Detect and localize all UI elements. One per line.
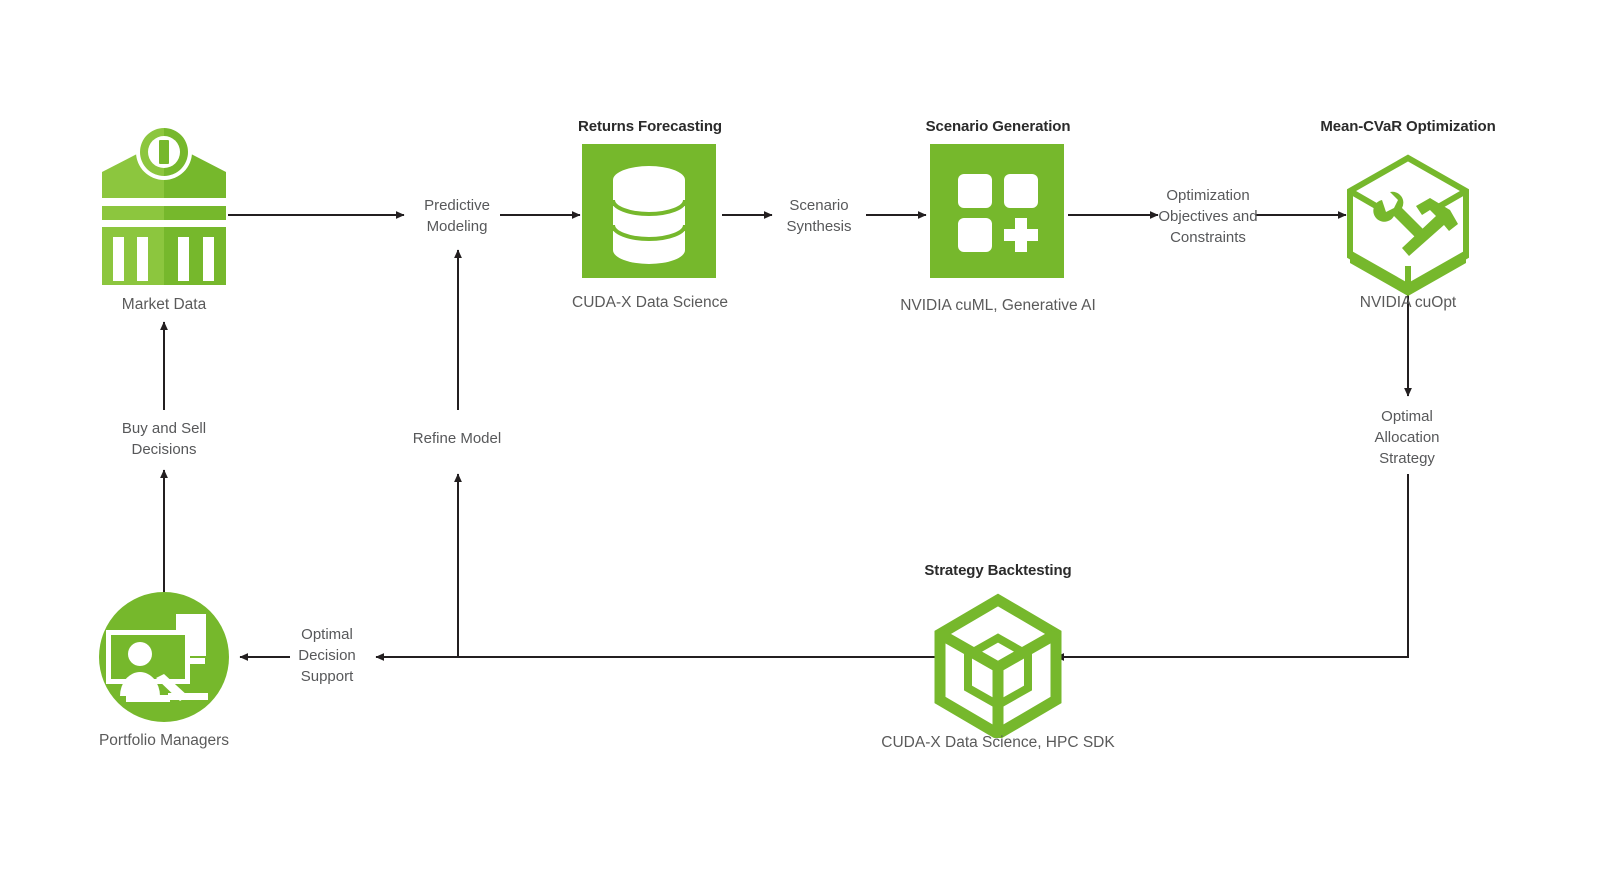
edge-allocation-to-backtesting	[1055, 474, 1409, 661]
edge-label-predictive-modeling: Predictive Modeling	[424, 197, 490, 235]
node-title-mean-cvar-optimization: Mean-CVaR Optimization	[1320, 118, 1496, 135]
node-caption-returns-forecasting: CUDA-X Data Science	[572, 294, 728, 311]
node-title-strategy-backtesting: Strategy Backtesting	[924, 562, 1072, 579]
edge-label-scenario-synthesis: Scenario Synthesis	[786, 197, 852, 235]
edge-label-optimization-objectives: Optimization Objectives and Constraints	[1158, 187, 1258, 246]
database-cylinder-icon	[611, 166, 687, 264]
edge-label-buy-and-sell-decisions: Buy and Sell Decisions	[121, 420, 207, 458]
cube-tools-icon	[1347, 154, 1469, 296]
grid-plus-icon	[958, 174, 1038, 252]
node-caption-scenario-generation: NVIDIA cuML, Generative AI	[900, 297, 1096, 314]
node-returns-forecasting[interactable]: Returns Forecasting CUDA-X Data Scien	[540, 118, 760, 328]
node-market-data[interactable]: Market Data	[64, 120, 264, 320]
returns-forecasting-tile	[582, 144, 716, 278]
node-caption-portfolio-managers: Portfolio Managers	[98, 732, 230, 749]
cube-outline-icon	[934, 593, 1062, 738]
bank-market-data-icon	[102, 124, 226, 285]
node-mean-cvar-optimization[interactable]: Mean-CVaR Optimization NVIDIA cuOpt	[1298, 118, 1518, 328]
node-caption-mean-cvar-optimization: NVIDIA cuOpt	[1359, 294, 1457, 311]
edge-label-refine-model: Refine Model	[412, 430, 502, 447]
node-portfolio-managers[interactable]: Portfolio Managers	[64, 592, 264, 772]
scenario-generation-tile	[930, 144, 1064, 278]
edge-label-optimal-allocation-strategy: Optimal Allocation Strategy	[1374, 408, 1440, 467]
node-scenario-generation[interactable]: Scenario Generation NVIDIA cuML, Generat…	[888, 118, 1108, 333]
node-caption-market-data: Market Data	[121, 296, 207, 313]
node-caption-strategy-backtesting: CUDA-X Data Science, HPC SDK	[881, 734, 1115, 751]
edge-label-optimal-decision-support: Optimal Decision Support	[298, 626, 356, 685]
person-at-monitor-icon	[99, 592, 229, 722]
node-title-scenario-generation: Scenario Generation	[925, 118, 1071, 135]
node-title-returns-forecasting: Returns Forecasting	[578, 118, 722, 135]
node-strategy-backtesting[interactable]: Strategy Backtesting CUDA-X Data Science…	[881, 562, 1114, 762]
